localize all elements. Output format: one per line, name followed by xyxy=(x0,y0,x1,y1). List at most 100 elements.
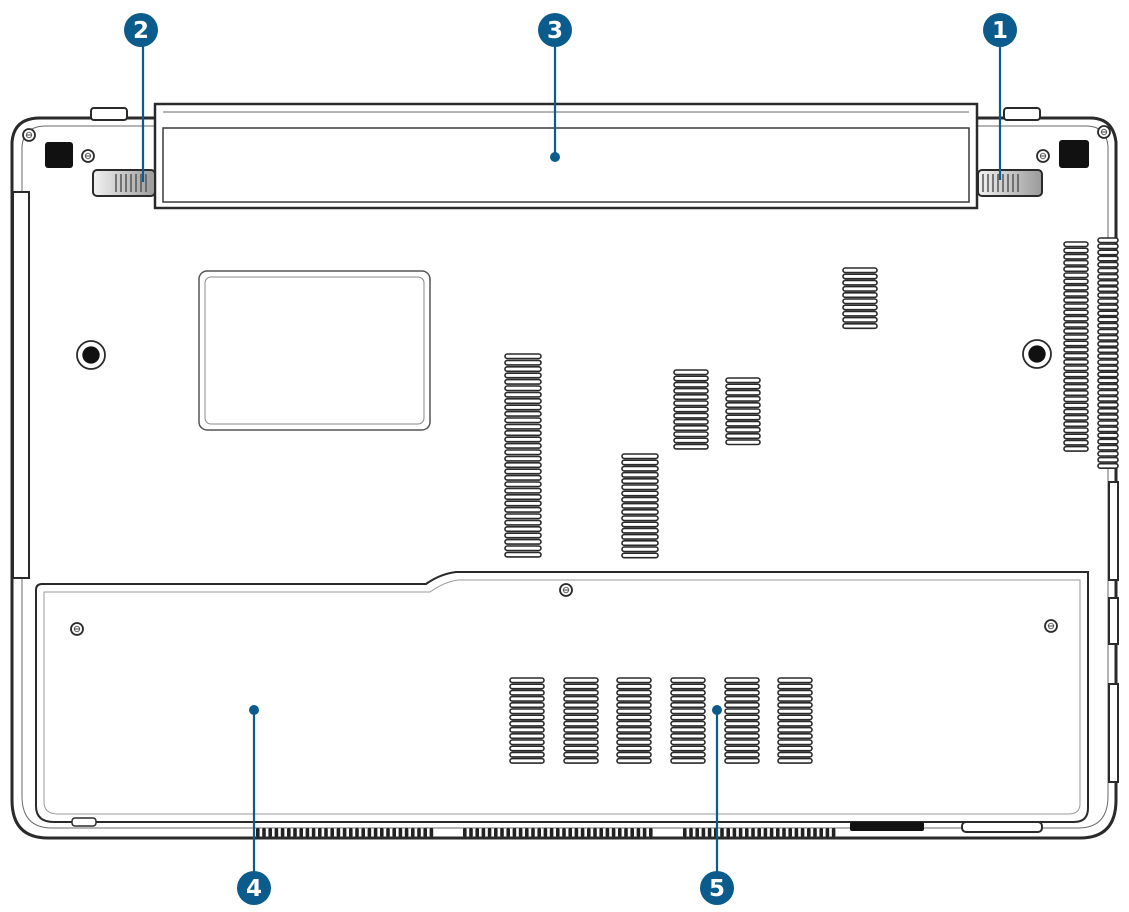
vent-slot xyxy=(1063,402,1089,409)
vent-slot xyxy=(616,708,652,715)
vent-slot xyxy=(725,395,761,402)
vent-slot xyxy=(782,828,786,837)
vent-slot xyxy=(1097,371,1119,378)
vent-slot xyxy=(642,828,647,837)
screw-icon xyxy=(81,149,95,163)
vent-slot xyxy=(504,500,542,507)
vent-slot xyxy=(842,316,878,323)
vent-slot xyxy=(481,828,486,837)
vent-slot xyxy=(707,828,712,837)
vent-slot xyxy=(1063,321,1089,328)
vent-slot xyxy=(518,828,523,837)
vent-slot xyxy=(1097,285,1119,293)
vent-slot xyxy=(1097,438,1119,445)
vent-slot xyxy=(1097,261,1119,268)
vent-slot xyxy=(726,828,730,837)
vent-slot xyxy=(621,552,659,559)
vent-slot xyxy=(1097,249,1119,256)
vent-slot xyxy=(616,726,652,733)
vent-slot xyxy=(670,751,706,758)
vent-slot xyxy=(512,828,517,837)
vent-slot xyxy=(725,389,761,396)
vent-slot xyxy=(361,828,365,837)
vent-slot xyxy=(794,828,799,837)
vent-slot xyxy=(724,695,760,702)
vent-slot xyxy=(670,695,706,702)
vent-slot xyxy=(580,828,585,837)
vent-slot xyxy=(475,828,479,837)
vent-slot xyxy=(504,449,542,456)
vent-slot xyxy=(1097,401,1119,409)
vent-slot xyxy=(842,285,878,292)
vent-slot xyxy=(563,689,599,696)
screw-icon xyxy=(1022,339,1052,369)
vent-slot xyxy=(842,322,878,330)
vent-slot xyxy=(763,828,768,837)
vent-slot xyxy=(500,828,504,837)
vent-slot xyxy=(504,353,542,360)
vent-slot xyxy=(1063,247,1089,254)
vent-slot xyxy=(800,828,805,837)
vent-slot xyxy=(392,828,396,837)
vent-slot xyxy=(738,828,743,837)
vent-slot xyxy=(616,701,652,709)
screws xyxy=(22,125,1111,636)
vent-slot xyxy=(1097,450,1119,457)
vent-slot xyxy=(1097,383,1119,390)
vent-slot xyxy=(504,436,542,443)
bottom-tab xyxy=(71,817,97,827)
vent-slot xyxy=(673,424,709,432)
vent-slot xyxy=(1097,328,1119,335)
vent-slot xyxy=(616,714,652,721)
vent-slot xyxy=(673,369,709,376)
hdd-compartment-icon xyxy=(35,571,1089,823)
vent-slot xyxy=(621,496,659,503)
vent-slot xyxy=(509,720,545,727)
vent-slot xyxy=(262,828,266,837)
vent-slot xyxy=(1097,426,1119,433)
vent-slot xyxy=(673,400,709,407)
vent-slot xyxy=(621,471,659,478)
vent-slot xyxy=(1063,433,1089,440)
callout-badge-1: 1 xyxy=(983,13,1017,47)
vent-slot xyxy=(509,708,545,715)
vent-slot xyxy=(670,701,706,709)
vent-slot xyxy=(751,828,755,837)
vent-slot xyxy=(563,757,599,764)
vent-slot xyxy=(311,828,316,837)
callout-label: 2 xyxy=(133,18,149,44)
vent-slot xyxy=(509,732,545,740)
vent-slot xyxy=(1097,365,1119,372)
vent-slot xyxy=(355,828,359,837)
vent-slot xyxy=(777,739,813,746)
vent-slot xyxy=(504,372,542,379)
vent-slot xyxy=(1097,316,1119,323)
left-side-edge xyxy=(12,191,30,579)
vent-slot xyxy=(1063,346,1089,353)
vent-slot xyxy=(842,310,878,317)
vent-slot xyxy=(504,487,542,494)
vent-slot xyxy=(487,828,492,837)
vent-slot xyxy=(349,828,353,837)
vent-slot xyxy=(268,828,272,837)
vent-slot xyxy=(563,701,599,709)
vent-slot xyxy=(504,404,542,411)
vent-slot xyxy=(531,828,535,837)
vent-slot xyxy=(673,431,709,438)
vent-slot xyxy=(504,429,542,437)
vent-slot xyxy=(504,378,542,385)
vent-slot xyxy=(636,828,641,837)
vent-slot xyxy=(563,714,599,721)
vent-slot xyxy=(563,745,599,752)
vent-slot xyxy=(777,720,813,727)
vent-slot xyxy=(725,414,761,421)
vent-slot xyxy=(318,828,322,837)
vent-slot xyxy=(1063,439,1089,446)
vent-slot xyxy=(621,484,659,491)
vent-slot xyxy=(683,828,687,837)
vent-slot xyxy=(504,474,542,481)
vent-slot xyxy=(509,695,545,702)
vent-slot xyxy=(777,677,813,684)
callout-label: 1 xyxy=(992,18,1008,44)
vent-slot xyxy=(616,757,652,764)
